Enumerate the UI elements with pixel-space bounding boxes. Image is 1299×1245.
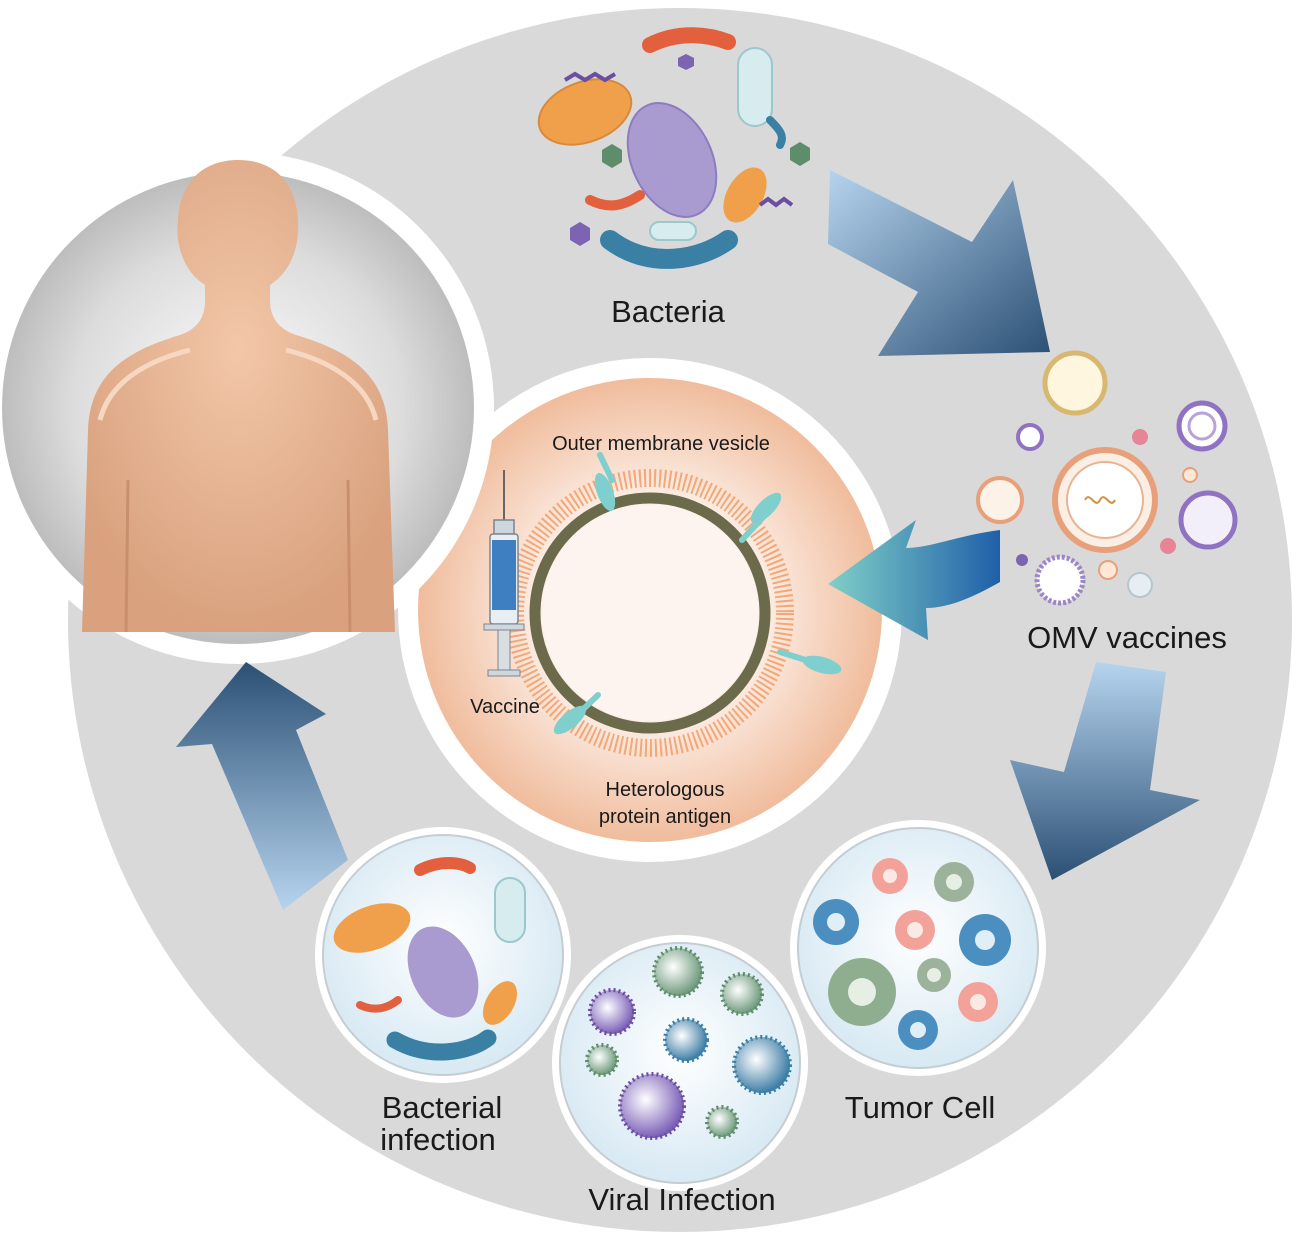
- arrow-omv-to-vesicle: [828, 520, 1000, 640]
- arrow-diseases-to-person: [176, 662, 348, 910]
- syringe-icon: [483, 470, 525, 677]
- omv-vaccines-cluster-icon: [976, 350, 1238, 606]
- label-heterologous-line2: protein antigen: [599, 806, 731, 828]
- label-bacterial-infection-line2: infection: [380, 1122, 495, 1157]
- bacterial-infection-panel: [315, 827, 571, 1083]
- label-bacterial-infection-line1: Bacterial: [382, 1090, 503, 1125]
- label-outer-membrane-vesicle: Outer membrane vesicle: [552, 433, 770, 455]
- arrow-bacteria-to-omv: [828, 170, 1050, 356]
- label-bacteria: Bacteria: [611, 294, 725, 329]
- label-omv-vaccines: OMV vaccines: [1027, 620, 1227, 655]
- label-vaccine: Vaccine: [470, 696, 540, 718]
- label-tumor-cell: Tumor Cell: [845, 1090, 995, 1125]
- label-viral-infection: Viral Infection: [588, 1182, 775, 1217]
- viral-infection-panel: [552, 935, 808, 1191]
- tumor-cell-panel: [790, 820, 1046, 1076]
- bacteria-cluster-icon: [537, 27, 810, 269]
- person-silhouette-icon: [82, 160, 395, 633]
- label-heterologous-line1: Heterologous: [606, 779, 725, 801]
- outer-membrane-vesicle-icon: [506, 452, 842, 757]
- arrow-omv-to-diseases: [1010, 662, 1200, 880]
